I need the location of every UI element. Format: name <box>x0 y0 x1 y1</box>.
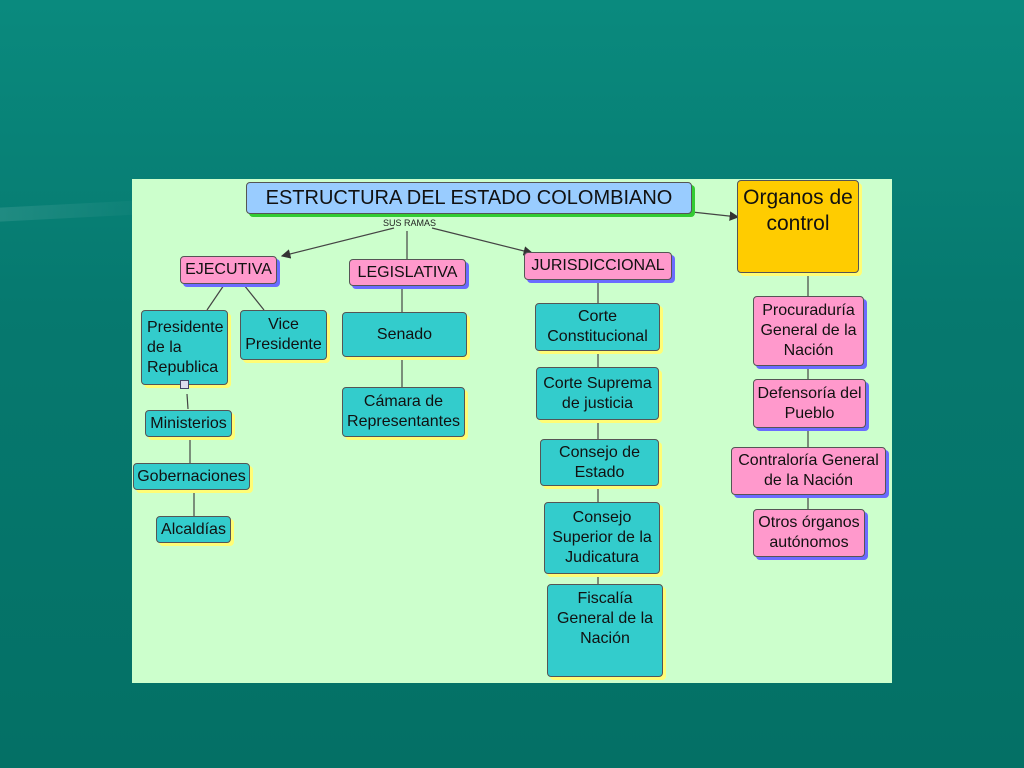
line-ejecutiva-presidente <box>206 284 225 311</box>
line-ramas-jurisdiccional <box>431 227 534 256</box>
organos-control-node: Organos de control <box>737 180 859 273</box>
background-stripe <box>0 200 140 222</box>
vice-presidente-node: Vice Presidente <box>240 310 327 360</box>
alcaldias-node: Alcaldías <box>156 516 231 543</box>
gobernaciones-node: Gobernaciones <box>133 463 250 490</box>
camara-node: Cámara de Representantes <box>342 387 465 437</box>
concept-map: ESTRUCTURA DEL ESTADO COLOMBIANO SUS RAM… <box>132 179 892 683</box>
presidente-node: Presidente de la Republica <box>141 310 228 385</box>
connector-lines <box>186 211 809 584</box>
consejo-estado-node: Consejo de Estado <box>540 439 659 486</box>
ministerios-node: Ministerios <box>145 410 232 437</box>
main-title: ESTRUCTURA DEL ESTADO COLOMBIANO <box>246 182 692 214</box>
corte-suprema-node: Corte Suprema de justicia <box>536 367 659 420</box>
jurisdiccional-node: JURISDICCIONAL <box>524 252 672 280</box>
contraloria-node: Contraloría General de la Nación <box>731 447 886 495</box>
line-ramas-ejecutiva <box>280 227 395 259</box>
line-ejecutiva-vice <box>243 284 265 311</box>
line-title-organos <box>691 211 740 221</box>
corte-constitucional-node: Corte Constitucional <box>535 303 660 351</box>
image-placeholder-icon <box>180 380 189 389</box>
legislativa-node: LEGISLATIVA <box>349 259 466 286</box>
ejecutiva-node: EJECUTIVA <box>180 256 277 284</box>
defensoria-node: Defensoría del Pueblo <box>753 379 866 428</box>
senado-node: Senado <box>342 312 467 357</box>
line-presidente-ministerios <box>186 393 189 410</box>
procuraduria-node: Procuraduría General de la Nación <box>753 296 864 366</box>
consejo-superior-node: Consejo Superior de la Judicatura <box>544 502 660 574</box>
fiscalia-node: Fiscalía General de la Nación <box>547 584 663 677</box>
subtitle-label: SUS RAMAS <box>383 218 437 228</box>
otros-organos-node: Otros órganos autónomos <box>753 509 865 557</box>
